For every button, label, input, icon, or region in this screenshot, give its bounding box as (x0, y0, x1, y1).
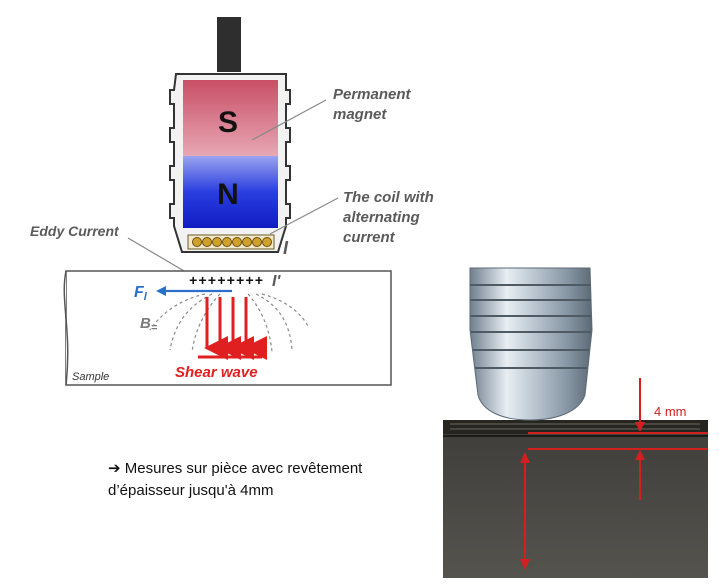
caption-text-1: Mesures sur pièce avec revêtement (120, 460, 363, 477)
north-pole-label: N (217, 178, 239, 211)
sample-cut-edge (63, 270, 69, 386)
coating-texture (450, 423, 700, 430)
probe-body (469, 267, 593, 421)
coil-current-label: I (283, 238, 289, 258)
shear-wave-arrows (204, 297, 267, 360)
force-label: Fl (134, 284, 148, 303)
caption-line-1: ➔ Mesures sur pièce avec revêtement (108, 458, 438, 480)
shear-wave-label: Shear wave (175, 364, 258, 381)
magnet-leader-line (251, 99, 327, 141)
north-pole (183, 156, 278, 228)
depth-arrowhead-top (520, 452, 530, 463)
force-arrowhead (156, 286, 166, 296)
coating-layer (443, 420, 708, 434)
coil-label-2: alternating (343, 209, 420, 226)
gap-arrowhead-bottom (635, 450, 645, 460)
permanent-magnet-label-1: Permanent (333, 86, 412, 103)
depth-arrowhead-bottom (520, 559, 530, 570)
eddy-current-i-label: I' (272, 273, 281, 290)
coated-test-block (443, 422, 708, 578)
coil-label-1: The coil with (343, 189, 434, 206)
coil-leader-line (269, 197, 339, 235)
south-pole (183, 80, 278, 156)
caption-line-2: d’épaisseur jusqu'à 4mm (108, 482, 274, 499)
eddy-current-charges: ++++++++ (189, 274, 264, 290)
eddy-current-label: Eddy Current (30, 223, 120, 239)
sensor-photo: 4 mm (440, 258, 710, 578)
probe-grooves (470, 284, 591, 369)
gap-arrowhead-top (635, 422, 645, 432)
coil-label-3: current (343, 229, 396, 246)
caption: ➔ Mesures sur pièce avec revêtement d’ép… (108, 458, 438, 502)
arrow-icon: ➔ (108, 460, 121, 477)
thickness-label: 4 mm (654, 404, 687, 419)
sample-label: Sample (72, 371, 109, 383)
south-pole-label: S (218, 106, 238, 139)
coil-windings (192, 237, 272, 247)
field-label: B= (140, 315, 158, 334)
permanent-magnet-label-2: magnet (333, 106, 387, 123)
sensor-handle (217, 17, 241, 72)
